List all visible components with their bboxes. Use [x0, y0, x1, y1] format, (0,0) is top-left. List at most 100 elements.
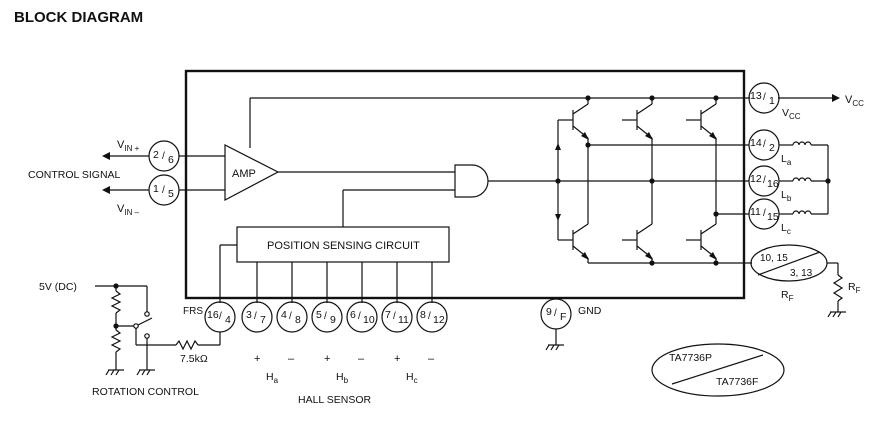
- supply-5v-label: 5V (DC): [39, 281, 77, 293]
- hall-c-label: Hc: [406, 371, 418, 385]
- pin-vcc: 13 / 1: [748, 82, 780, 114]
- svg-text:4: 4: [225, 314, 231, 326]
- svg-text:/: /: [219, 311, 222, 322]
- svg-text:/: /: [554, 308, 557, 319]
- pin-hall-5: 7 / 11: [381, 301, 413, 333]
- svg-text:6: 6: [168, 154, 174, 166]
- svg-text:F: F: [560, 311, 566, 323]
- amp-block: [224, 144, 280, 201]
- svg-text:4: 4: [281, 309, 287, 321]
- pin-lb: 12 / 16: [748, 165, 780, 197]
- svg-text:10, 15: 10, 15: [760, 253, 788, 264]
- pin-hall-3: 5 / 9: [311, 301, 343, 333]
- vin-minus-label: VIN –: [117, 203, 140, 217]
- ha-minus: –: [288, 353, 295, 365]
- hc-plus: +: [394, 353, 400, 365]
- rotation-control-label: ROTATION CONTROL: [92, 386, 199, 398]
- svg-text:/: /: [358, 311, 361, 322]
- hall-a-label: Ha: [266, 371, 279, 385]
- rf-resistor: [827, 262, 846, 318]
- rf-resistor-label: RF: [848, 281, 861, 295]
- pin-hall-6: 8 / 12: [416, 301, 448, 333]
- svg-text:/: /: [763, 208, 766, 219]
- pin-hall-1: 3 / 7: [241, 301, 273, 333]
- vcc-rail: [249, 94, 840, 148]
- pin-la: 14 / 2: [748, 129, 780, 161]
- svg-text:/: /: [324, 311, 327, 322]
- pin-hall-4: 6 / 10: [346, 301, 378, 333]
- coil-lb-label: Lb: [781, 189, 792, 203]
- svg-text:/: /: [289, 311, 292, 322]
- svg-text:6: 6: [350, 309, 356, 321]
- svg-text:/: /: [763, 175, 766, 186]
- diagram-title: BLOCK DIAGRAM: [14, 9, 143, 26]
- svg-text:/: /: [763, 139, 766, 150]
- svg-text:/: /: [428, 311, 431, 322]
- pin-hall-2: 4 / 8: [276, 301, 308, 333]
- part-number-bottom: TA7736F: [716, 376, 758, 388]
- and-gate: [454, 164, 489, 198]
- svg-text:2: 2: [153, 149, 159, 161]
- svg-text:/: /: [162, 185, 165, 196]
- svg-text:7: 7: [385, 309, 391, 321]
- ic-package-outline: [184, 69, 746, 300]
- vin-minus-pin: 1 / 5: [148, 174, 180, 206]
- pin-frs: 16 / 4: [204, 301, 236, 333]
- svg-text:/: /: [254, 311, 257, 322]
- svg-text:3, 13: 3, 13: [790, 268, 813, 279]
- svg-text:7: 7: [260, 314, 266, 326]
- motor-coils: [779, 141, 831, 215]
- hall-sensor-label: HALL SENSOR: [298, 394, 372, 406]
- vin-plus-pin: 2 / 6: [148, 140, 180, 172]
- svg-text:16: 16: [767, 178, 779, 190]
- pin-rf: 10, 15 3, 13: [750, 244, 828, 282]
- svg-text:3: 3: [246, 309, 252, 321]
- svg-text:8: 8: [295, 314, 301, 326]
- rotation-control-network: [95, 283, 221, 376]
- position-sensing-label: POSITION SENSING CIRCUIT: [267, 240, 420, 252]
- svg-text:11: 11: [750, 206, 761, 218]
- svg-text:1: 1: [153, 183, 159, 195]
- svg-text:12: 12: [433, 314, 445, 326]
- pin-lc: 11 / 15: [748, 198, 780, 230]
- svg-text:2: 2: [769, 142, 775, 154]
- svg-text:15: 15: [767, 211, 779, 223]
- part-number-badge: TA7736P TA7736F: [651, 343, 785, 397]
- frs-label: FRS: [183, 306, 203, 317]
- hall-wires: [256, 262, 433, 303]
- coil-la-label: La: [781, 153, 792, 167]
- svg-text:16: 16: [207, 309, 219, 321]
- gnd-label: GND: [578, 305, 602, 317]
- hb-minus: –: [358, 353, 365, 365]
- svg-text:/: /: [763, 92, 766, 103]
- svg-text:/: /: [393, 311, 396, 322]
- control-signal-label: CONTROL SIGNAL: [28, 169, 121, 181]
- resistor-7k5-label: 7.5kΩ: [180, 353, 208, 365]
- svg-text:11: 11: [398, 314, 409, 326]
- svg-text:/: /: [162, 151, 165, 162]
- part-number-top: TA7736P: [669, 352, 712, 364]
- svg-text:1: 1: [769, 95, 775, 107]
- vin-plus-label: VIN +: [117, 139, 140, 153]
- hb-plus: +: [324, 353, 330, 365]
- svg-text:10: 10: [363, 314, 375, 326]
- svg-text:12: 12: [750, 173, 762, 185]
- hall-b-label: Hb: [336, 371, 349, 385]
- svg-text:9: 9: [546, 306, 552, 318]
- hc-minus: –: [428, 353, 435, 365]
- amp-label: AMP: [232, 168, 256, 180]
- pin-gnd: 9 / F: [540, 298, 572, 351]
- rf-pin-label: RF: [781, 289, 794, 303]
- svg-text:5: 5: [316, 309, 322, 321]
- vcc-pin-label: VCC: [782, 107, 801, 121]
- vcc-output-label: VCC: [845, 94, 864, 108]
- output-transistor-bridge: [555, 98, 752, 266]
- ha-plus: +: [254, 353, 260, 365]
- svg-text:5: 5: [168, 188, 174, 200]
- svg-text:14: 14: [750, 137, 762, 149]
- svg-text:9: 9: [330, 314, 336, 326]
- svg-text:13: 13: [750, 90, 762, 102]
- coil-lc-label: Lc: [781, 222, 791, 236]
- svg-text:8: 8: [420, 309, 426, 321]
